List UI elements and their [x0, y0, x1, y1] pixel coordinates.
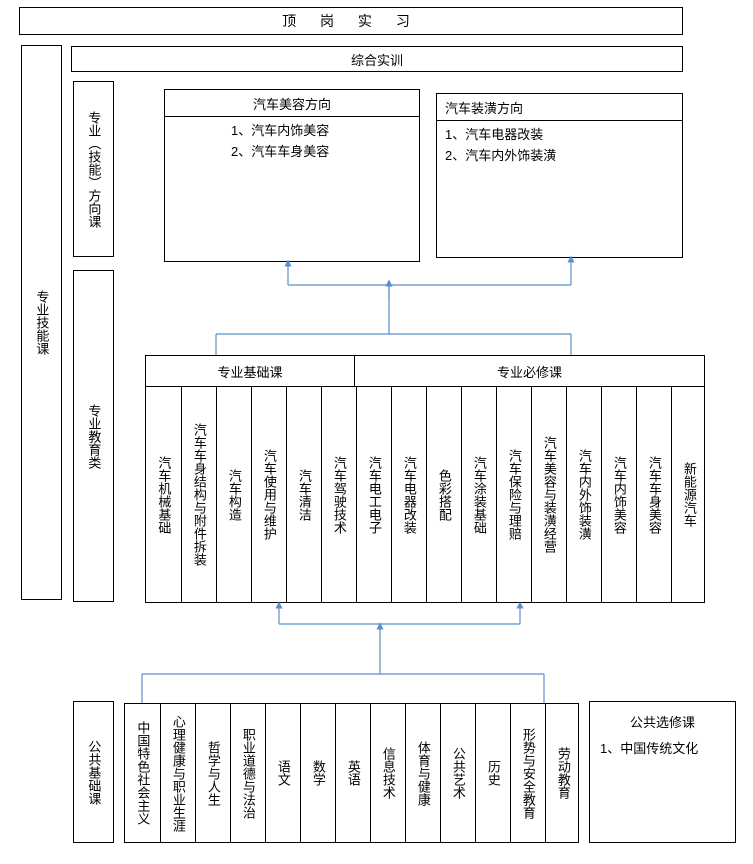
public-basic-course-box: 公共基础课	[73, 701, 114, 843]
public-course-cell: 职业道德与法治	[230, 704, 265, 842]
professional-course-cell: 汽车电工电子	[356, 387, 391, 602]
course-label: 历史	[485, 760, 501, 786]
professional-course-columns: 汽车机械基础 汽车车身结构与附件拆装 汽车构造 汽车使用与维护 汽车清洁 汽车驾驶技术 汽车…	[146, 387, 704, 602]
course-label: 汽车美容与装潢经营	[541, 436, 557, 553]
course-label: 汽车清洁	[296, 468, 312, 521]
public-basic-course-label: 公共基础课	[86, 739, 102, 805]
basic-course-header-label: 专业基础课	[217, 364, 283, 380]
course-label: 汽车涂装基础	[471, 455, 487, 534]
public-course-cell: 英语	[335, 704, 370, 842]
direction-box-decoration: 汽车装潢方向 1、汽车电器改装 2、汽车内外饰装潢	[436, 93, 683, 258]
course-label: 英语	[345, 760, 361, 786]
direction-course-label: 专业（技能）方向课	[86, 110, 102, 228]
direction-title-decoration: 汽车装潢方向	[437, 94, 682, 121]
public-course-cell: 劳动教育	[545, 704, 580, 842]
professional-course-cell: 汽车涂装基础	[461, 387, 496, 602]
professional-courses-block: 专业基础课 专业必修课 汽车机械基础 汽车车身结构与附件拆装 汽车构造 汽车使用与维护…	[145, 355, 705, 603]
course-label: 色彩搭配	[436, 468, 452, 521]
public-course-cell: 中国特色社会主义	[125, 704, 160, 842]
direction-title-beauty: 汽车美容方向	[165, 90, 419, 117]
professional-education-label: 专业教育类	[86, 403, 102, 469]
list-item: 2、汽车车身美容	[231, 144, 330, 159]
course-label: 新能源汽车	[681, 462, 697, 527]
course-label: 中国特色社会主义	[135, 721, 151, 825]
course-label: 汽车电工电子	[366, 455, 382, 534]
public-course-cell: 体育与健康	[405, 704, 440, 842]
course-label: 心理健康与职业生涯	[170, 714, 186, 832]
professional-course-cell: 汽车美容与装潢经营	[531, 387, 566, 602]
course-label: 汽车保险与理赔	[506, 449, 522, 540]
top-internship-bar: 顶 岗 实 习	[19, 7, 683, 35]
course-label: 汽车构造	[226, 468, 242, 521]
course-label: 汽车电器改装	[401, 455, 417, 534]
public-elective-box: 公共选修课 1、中国传统文化	[589, 701, 736, 843]
professional-course-cell: 汽车内外饰装潢	[566, 387, 601, 602]
professional-course-cell: 色彩搭配	[426, 387, 461, 602]
course-label: 语文	[275, 760, 291, 786]
required-course-header: 专业必修课	[355, 356, 704, 387]
professional-course-cell: 汽车电器改装	[391, 387, 426, 602]
course-label: 汽车车身结构与附件拆装	[191, 423, 207, 566]
direction-list-beauty: 1、汽车内饰美容 2、汽车车身美容	[165, 120, 419, 162]
basic-course-header: 专业基础课	[146, 356, 355, 387]
course-label: 汽车驾驶技术	[331, 455, 347, 534]
public-course-cell: 信息技术	[370, 704, 405, 842]
course-label: 汽车机械基础	[156, 455, 172, 534]
professional-course-cell: 汽车机械基础	[146, 387, 181, 602]
course-label: 哲学与人生	[205, 740, 221, 806]
direction-box-beauty: 汽车美容方向 1、汽车内饰美容 2、汽车车身美容	[164, 89, 420, 262]
course-label: 劳动教育	[555, 747, 571, 799]
direction-list-decoration: 1、汽车电器改装 2、汽车内外饰装潢	[437, 124, 682, 166]
list-item: 1、汽车电器改装	[445, 127, 544, 142]
public-course-cell: 形势与安全教育	[510, 704, 545, 842]
professional-course-cell: 汽车车身美容	[636, 387, 671, 602]
public-course-cell: 公共艺术	[440, 704, 475, 842]
direction-course-box: 专业（技能）方向课	[73, 81, 114, 257]
professional-course-cell: 新能源汽车	[671, 387, 706, 602]
public-course-cell: 历史	[475, 704, 510, 842]
comprehensive-training-label: 综合实训	[350, 52, 403, 68]
comprehensive-training-bar: 综合实训	[71, 46, 683, 72]
professional-course-cell: 汽车清洁	[286, 387, 321, 602]
public-elective-item: 1、中国传统文化	[600, 741, 699, 756]
public-course-cell: 数学	[300, 704, 335, 842]
public-course-columns: 中国特色社会主义 心理健康与职业生涯 哲学与人生 职业道德与法治 语文数学英语 信息技术 体…	[125, 704, 578, 842]
professional-course-cell: 汽车驾驶技术	[321, 387, 356, 602]
professional-course-cell: 汽车车身结构与附件拆装	[181, 387, 216, 602]
course-label: 形势与安全教育	[520, 727, 536, 819]
professional-course-cell: 汽车构造	[216, 387, 251, 602]
public-course-cell: 心理健康与职业生涯	[160, 704, 195, 842]
course-label: 公共艺术	[450, 747, 466, 799]
list-item: 2、汽车内外饰装潢	[445, 148, 557, 163]
course-label: 职业道德与法治	[240, 727, 256, 819]
course-label: 信息技术	[380, 747, 396, 799]
major-skill-course-label: 专业技能课	[34, 290, 50, 355]
professional-course-cell: 汽车内饰美容	[601, 387, 636, 602]
top-internship-label: 顶 岗 实 习	[282, 13, 420, 29]
major-skill-course-box: 专业技能课	[21, 45, 62, 600]
course-label: 汽车车身美容	[646, 455, 662, 534]
list-item: 1、汽车内饰美容	[231, 123, 330, 138]
course-label: 汽车内外饰装潢	[576, 449, 592, 540]
professional-education-box: 专业教育类	[73, 270, 114, 602]
professional-course-cell: 汽车使用与维护	[251, 387, 286, 602]
required-course-header-label: 专业必修课	[496, 364, 562, 380]
professional-course-cell: 汽车保险与理赔	[496, 387, 531, 602]
public-courses-block: 中国特色社会主义 心理健康与职业生涯 哲学与人生 职业道德与法治 语文数学英语 信息技术 体…	[124, 703, 579, 843]
course-label: 体育与健康	[415, 740, 431, 806]
course-label: 汽车内饰美容	[611, 455, 627, 534]
public-elective-title: 公共选修课	[629, 715, 695, 730]
course-label: 汽车使用与维护	[261, 449, 277, 540]
course-label: 数学	[310, 760, 326, 786]
public-course-cell: 哲学与人生	[195, 704, 230, 842]
public-course-cell: 语文	[265, 704, 300, 842]
